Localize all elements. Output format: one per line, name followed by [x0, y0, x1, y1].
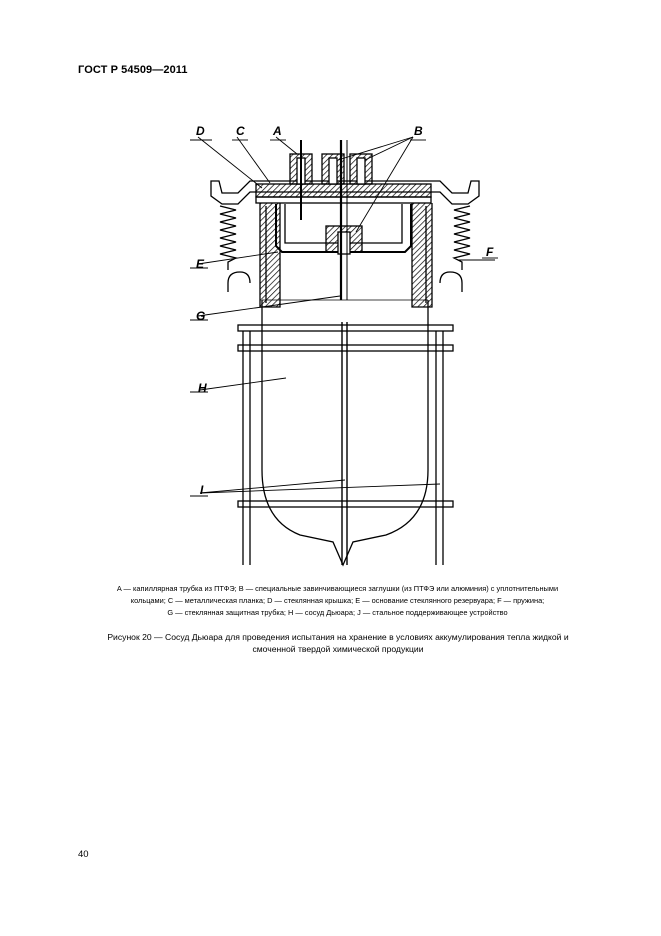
figure-legend: A — капиллярная трубка из ПТФЭ; B — спец…: [60, 583, 615, 619]
figure-caption: Рисунок 20 — Сосуд Дьюара для проведения…: [62, 631, 614, 655]
hook-right: [439, 271, 463, 292]
support-bar-top: [237, 324, 454, 332]
page-header: ГОСТ Р 54509—2011: [78, 64, 188, 76]
figure-labels: D C A B E F G H I: [196, 124, 494, 497]
dewar-vessel-diagram: D C A B E F G H I: [190, 124, 498, 567]
label-e: E: [196, 257, 205, 271]
caption-line-2: смоченной твердой химической продукции: [252, 644, 424, 654]
spring-left: [219, 205, 238, 270]
support-bar-mid: [237, 344, 454, 352]
label-i: I: [200, 483, 204, 497]
hook-left: [227, 271, 251, 292]
label-b: B: [414, 124, 423, 138]
label-g: G: [196, 309, 205, 323]
label-c: C: [236, 124, 245, 138]
metal-bar: [210, 180, 480, 205]
lid-rim: [255, 196, 432, 204]
leader-lines: [190, 136, 498, 497]
dewar-figure: D C A B E F G H I: [190, 124, 498, 567]
caption-line-1: Рисунок 20 — Сосуд Дьюара для проведения…: [107, 632, 569, 642]
dewar-flask: [261, 300, 429, 567]
legend-line-2: кольцами; C — металлическая планка; D — …: [130, 596, 545, 605]
label-a: A: [272, 124, 282, 138]
support-bar-bottom: [237, 500, 454, 508]
page-number: 40: [78, 849, 89, 860]
reservoir-wall-right: [411, 203, 433, 308]
label-h: H: [198, 381, 207, 395]
glass-lid: [255, 183, 432, 198]
vessel-drawing: [190, 136, 498, 567]
legend-line-1: A — капиллярная трубка из ПТФЭ; B — спец…: [116, 584, 559, 593]
label-d: D: [196, 124, 205, 138]
spring-right: [452, 205, 471, 270]
legend-line-3: G — стеклянная защитная трубка; H — сосу…: [167, 608, 508, 617]
label-f: F: [486, 245, 494, 259]
